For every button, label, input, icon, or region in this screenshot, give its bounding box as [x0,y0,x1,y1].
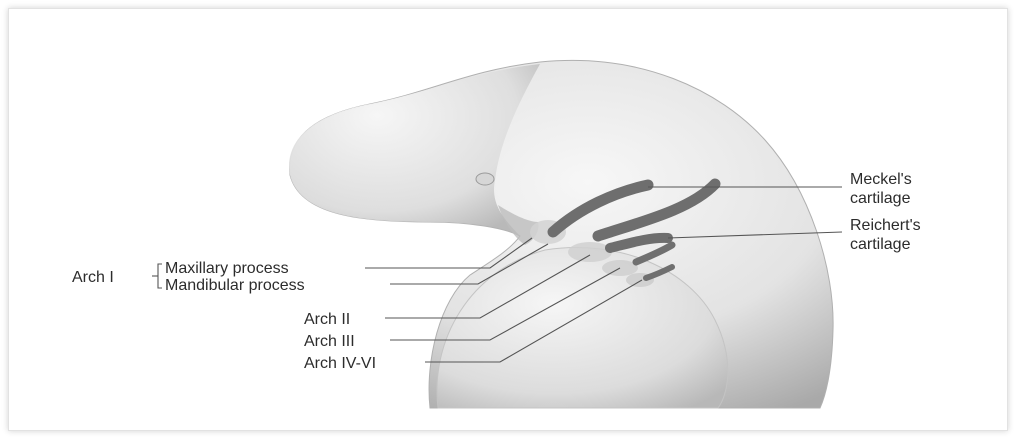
meckel-label-line1: Meckel's [850,171,912,188]
reichert-label-line1: Reichert's [850,217,921,234]
eye-spot [476,173,494,185]
arch1-bracket [158,264,162,288]
arch1-label: Arch I [72,269,114,286]
arch4-6-label: Arch IV-VI [304,355,376,372]
reichert-label-line2: cartilage [850,236,911,253]
arch-swelling-2 [568,242,612,262]
arch3-label: Arch III [304,333,355,350]
maxillary-label: Maxillary process [165,260,289,277]
arch2-label: Arch II [304,311,350,328]
mandibular-label: Mandibular process [165,277,305,294]
meckel-label-line2: cartilage [850,190,911,207]
